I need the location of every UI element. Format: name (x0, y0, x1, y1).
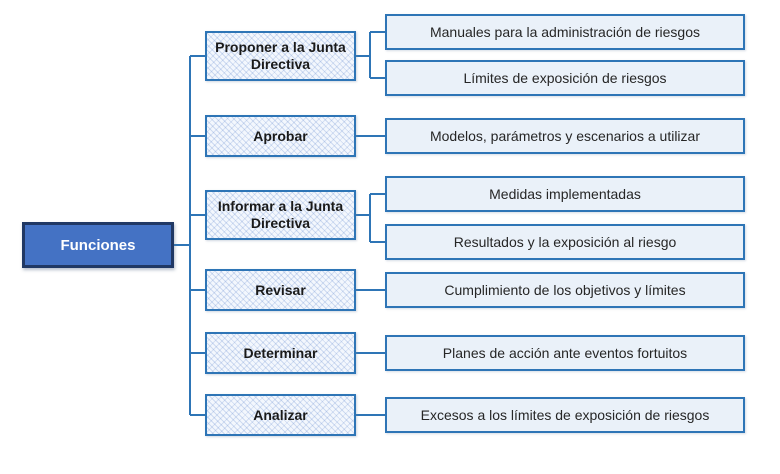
function-node-informar: Informar a la Junta Directiva (205, 190, 356, 240)
detail-node-resultados: Resultados y la exposición al riesgo (385, 224, 745, 260)
function-node-revisar: Revisar (205, 269, 356, 311)
function-node-aprobar: Aprobar (205, 115, 356, 157)
detail-node-limites: Límites de exposición de riesgos (385, 60, 745, 96)
detail-node-excesos: Excesos a los límites de exposición de r… (385, 397, 745, 433)
function-node-determinar: Determinar (205, 332, 356, 374)
detail-node-manuales: Manuales para la administración de riesg… (385, 14, 745, 50)
detail-node-cumplimiento: Cumplimiento de los objetivos y límites (385, 272, 745, 308)
detail-node-medidas: Medidas implementadas (385, 176, 745, 212)
detail-node-modelos: Modelos, parámetros y escenarios a utili… (385, 118, 745, 154)
root-node-funciones: Funciones (22, 222, 174, 268)
function-node-analizar: Analizar (205, 394, 356, 436)
detail-node-planes: Planes de acción ante eventos fortuitos (385, 335, 745, 371)
function-node-proponer: Proponer a la Junta Directiva (205, 31, 356, 81)
